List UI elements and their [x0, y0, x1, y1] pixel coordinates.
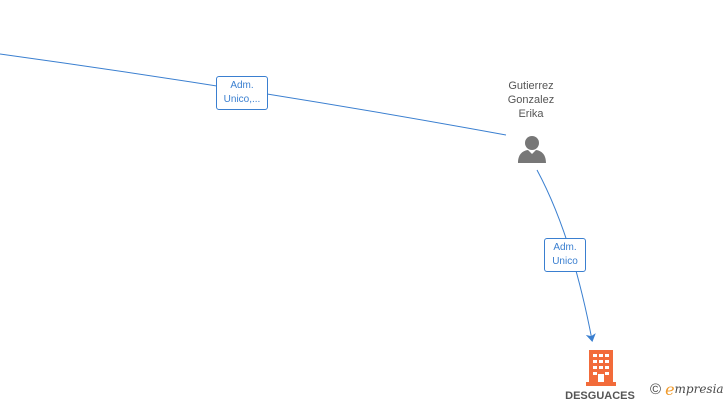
person-name-line: Gutierrez: [508, 80, 554, 92]
logo-initial: e: [665, 379, 675, 399]
copyright-symbol: ©: [650, 380, 662, 398]
logo-text: mpresia: [674, 382, 724, 396]
company-node-label[interactable]: DESGUACES: [565, 390, 635, 400]
person-name-line: Erika: [518, 108, 544, 120]
edge-label-line: Unico,...: [223, 94, 261, 105]
edge-label-adm-unico-2[interactable]: Adm. Unico: [544, 238, 586, 272]
edge-label-line: Unico: [552, 256, 578, 267]
person-name-line: Gonzalez: [507, 94, 555, 106]
person-icon[interactable]: [517, 134, 547, 164]
building-icon[interactable]: [586, 350, 616, 386]
edge-label-adm-unico-1[interactable]: Adm. Unico,...: [216, 76, 268, 110]
edge-label-line: Adm.: [553, 242, 577, 253]
edge-label-line: Adm.: [230, 80, 254, 91]
empresia-logo: © e mpresia: [650, 378, 724, 400]
person-node-label[interactable]: Gutierrez Gonzalez Erika: [488, 79, 574, 121]
